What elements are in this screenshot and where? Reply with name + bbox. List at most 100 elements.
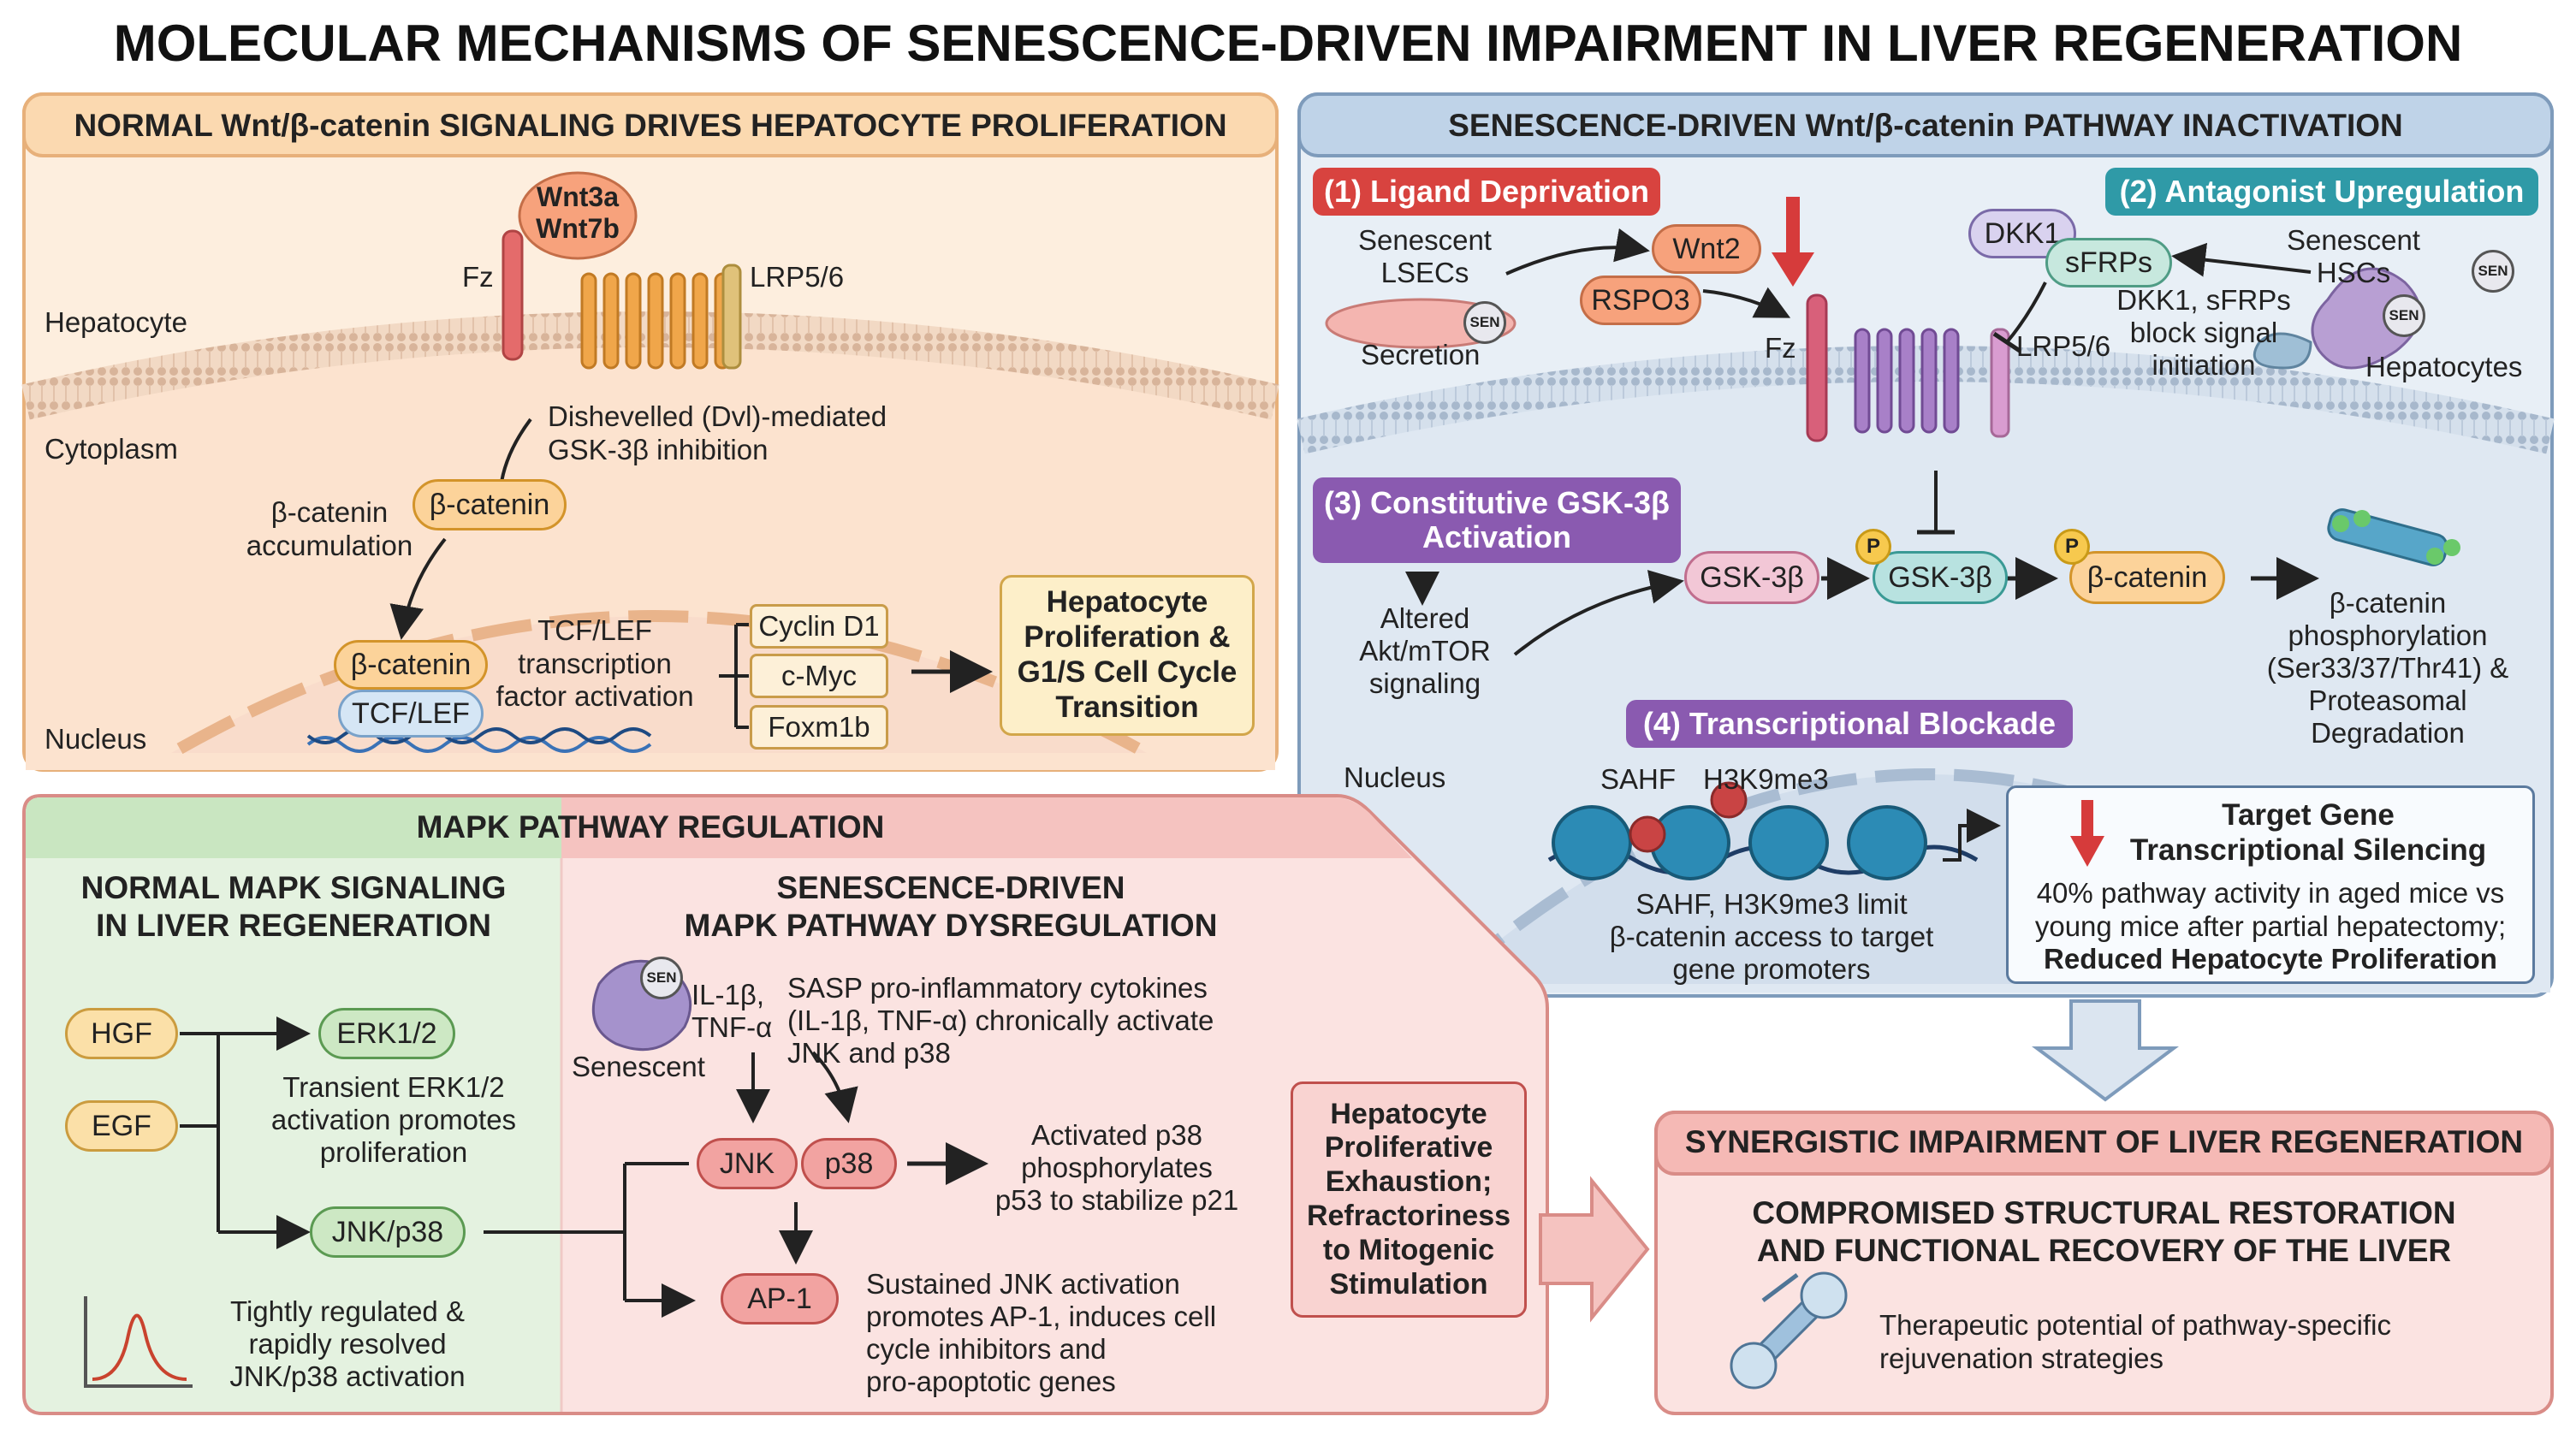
sasp-line2: (IL-1β, TNF-α) chronically activate — [787, 1004, 1214, 1036]
tag3-line1: (3) Constitutive GSK-3β — [1324, 484, 1670, 520]
ap1-text-line2: promotes AP-1, induces cell — [866, 1300, 1217, 1332]
wnt-ligand: Wnt3a Wnt7b — [522, 181, 633, 245]
fz-label: Fz — [462, 261, 494, 293]
exh-line3: Exhaustion; — [1325, 1165, 1493, 1199]
panel-normal-wnt-header: NORMAL Wnt/β-catenin SIGNALING DRIVES HE… — [74, 108, 1227, 143]
panel-senescence-wnt-header: SENESCENCE-DRIVEN Wnt/β-catenin PATHWAY … — [1448, 108, 2403, 143]
akt-line3: signaling — [1368, 667, 1481, 699]
silence-text-line3: Reduced Hepatocyte Proliferation — [2044, 943, 2497, 975]
erk-text-line2: activation promotes — [270, 1103, 517, 1135]
nucleus-label: Nucleus — [45, 723, 147, 755]
accum-text: β-catenin accumulation — [231, 496, 428, 562]
sen-mapk-title-line2: MAPK PATHWAY DYSREGULATION — [684, 908, 1218, 944]
sen-badge-hsc2: SEN — [2383, 294, 2425, 337]
chrom-line2: β-catenin access to target — [1609, 920, 1934, 952]
lsec-line1: Senescent — [1358, 224, 1492, 256]
block-line2: block signal — [2129, 316, 2278, 348]
hepatocytes-label: Hepatocytes — [2365, 351, 2523, 382]
down-arrow-icon — [2070, 800, 2104, 867]
sen-badge-lsec: SEN — [1463, 301, 1506, 344]
senescent-hscs-label: Senescent HSCs — [2276, 224, 2431, 289]
sasp-line3: JNK and p38 — [787, 1036, 951, 1069]
p38-text-line3: p53 to stabilize p21 — [994, 1183, 1239, 1216]
lsec-line2: LSECs — [1380, 256, 1469, 288]
deg-line4: Proteasomal — [2308, 684, 2467, 716]
jnk-node: JNK — [697, 1138, 798, 1189]
bcatenin-nuclear-node: β-catenin — [334, 640, 488, 690]
deg-line3: (Ser33/37/Thr41) & — [2266, 651, 2509, 684]
erk-node: ERK1/2 — [318, 1008, 455, 1059]
jnk-p38-node: JNK/p38 — [310, 1206, 466, 1258]
normal-mapk-title: NORMAL MAPK SIGNALING IN LIVER REGENERAT… — [26, 869, 561, 945]
tag3-line2: Activation — [1422, 519, 1572, 554]
exh-line4: Refractoriness — [1306, 1200, 1511, 1232]
cytokine-line2: TNF-α — [691, 1010, 773, 1043]
sen-badge-hsc: SEN — [2472, 250, 2514, 293]
tcf-activation-text: TCF/LEF transcription factor activation — [479, 614, 710, 714]
hepatocyte-proliferation-outcome: Hepatocyte Proliferation & G1/S Cell Cyc… — [1000, 575, 1255, 736]
outcome-line1: Hepatocyte — [1046, 585, 1208, 619]
synergy-main-line2: AND FUNCTIONAL RECOVERY OF THE LIVER — [1756, 1233, 2452, 1269]
sfrps-node: sFRPs — [2045, 238, 2172, 287]
target-foxm1b: Foxm1b — [750, 705, 888, 750]
cytokine-label: IL-1β, TNF-α — [691, 979, 772, 1044]
exh-line5: to Mitogenic — [1322, 1233, 1495, 1266]
normal-mapk-title-line1: NORMAL MAPK SIGNALING — [80, 870, 507, 905]
p38-text-line1: Activated p38 — [1031, 1119, 1202, 1151]
dvl-line2: GSK-3β inhibition — [548, 433, 769, 465]
panel-mapk-header: MAPK PATHWAY REGULATION — [416, 809, 885, 844]
erk-text-line1: Transient ERK1/2 — [282, 1071, 505, 1103]
tcf-activation-line1: TCF/LEF — [537, 614, 652, 646]
sasp-line1: SASP pro-inflammatory cytokines — [787, 972, 1208, 1004]
tag-antagonist-upregulation: (2) Antagonist Upregulation — [2105, 168, 2538, 216]
gsk3b-node-inactive: GSK-3β — [1684, 551, 1819, 604]
tcf-activation-line2: transcription — [518, 647, 672, 679]
sahf-label: SAHF — [1600, 763, 1677, 795]
wnt-ligand-line2: Wnt7b — [536, 212, 620, 244]
akt-mtor-text: Altered Akt/mTOR signaling — [1327, 602, 1523, 700]
p38-node: p38 — [801, 1138, 897, 1189]
silencing-box: Target Gene Transcriptional Silencing 40… — [2006, 785, 2535, 984]
exh-line2: Proliferative — [1324, 1131, 1493, 1164]
block-line3: initiation — [2152, 348, 2256, 381]
sen-badge-mapk: SEN — [640, 957, 683, 999]
therapy-text: Therapeutic potential of pathway-specifi… — [1879, 1309, 2391, 1375]
h3k9me3-label: H3K9me3 — [1703, 763, 1829, 795]
lrp-label-sen: LRP5/6 — [2016, 330, 2111, 362]
target-c-myc: c-Myc — [750, 654, 888, 698]
dvl-line1: Dishevelled (Dvl)-mediated — [548, 400, 887, 432]
p38-text: Activated p38 phosphorylates p53 to stab… — [976, 1119, 1258, 1217]
tcf-lef-node: TCF/LEF — [338, 690, 484, 738]
senescent-label: Senescent — [572, 1051, 705, 1082]
therapy-line2: rejuvenation strategies — [1879, 1342, 2164, 1374]
ap1-text-line4: pro-apoptotic genes — [866, 1365, 1116, 1397]
synergy-main-text: COMPROMISED STRUCTURAL RESTORATION AND F… — [1656, 1194, 2552, 1271]
tcf-activation-line3: factor activation — [496, 680, 694, 713]
cytokine-line1: IL-1β, — [691, 979, 765, 1010]
silence-text-line1: 40% pathway activity in aged mice vs — [2036, 877, 2505, 909]
ap1-node: AP-1 — [721, 1273, 839, 1324]
silence-title-line1: Target Gene — [2222, 798, 2395, 832]
phospho-badge-gsk: P — [1855, 529, 1891, 565]
erk-text-line3: proliferation — [319, 1135, 468, 1168]
akt-line2: Akt/mTOR — [1359, 634, 1491, 667]
hsc-line1: Senescent — [2287, 224, 2420, 256]
senescent-lsecs-label: Senescent LSECs — [1335, 224, 1515, 289]
cytoplasm-label: Cytoplasm — [45, 433, 178, 465]
ap1-text: Sustained JNK activation promotes AP-1, … — [866, 1268, 1216, 1398]
bcatenin-node-sen: β-catenin — [2069, 551, 2225, 604]
akt-line1: Altered — [1380, 602, 1470, 634]
outcome-line3: G1/S Cell Cycle — [1017, 655, 1238, 689]
chrom-line1: SAHF, H3K9me3 limit — [1635, 888, 1908, 920]
panel-synergy-header: SYNERGISTIC IMPAIRMENT OF LIVER REGENERA… — [1684, 1124, 2524, 1159]
exh-line1: Hepatocyte — [1330, 1097, 1487, 1130]
dkk1-node: DKK1 — [1968, 209, 2076, 258]
target-cyclin-d1: Cyclin D1 — [750, 604, 888, 649]
secretion-label: Secretion — [1361, 339, 1481, 370]
senescence-mapk-title: SENESCENCE-DRIVEN MAPK PATHWAY DYSREGULA… — [561, 869, 1340, 945]
phospho-badge-bcat: P — [2054, 529, 2090, 565]
degradation-text: β-catenin phosphorylation (Ser33/37/Thr4… — [2242, 587, 2533, 750]
nucleus-label-sen: Nucleus — [1344, 761, 1446, 793]
therapy-line1: Therapeutic potential of pathway-specifi… — [1879, 1309, 2391, 1341]
